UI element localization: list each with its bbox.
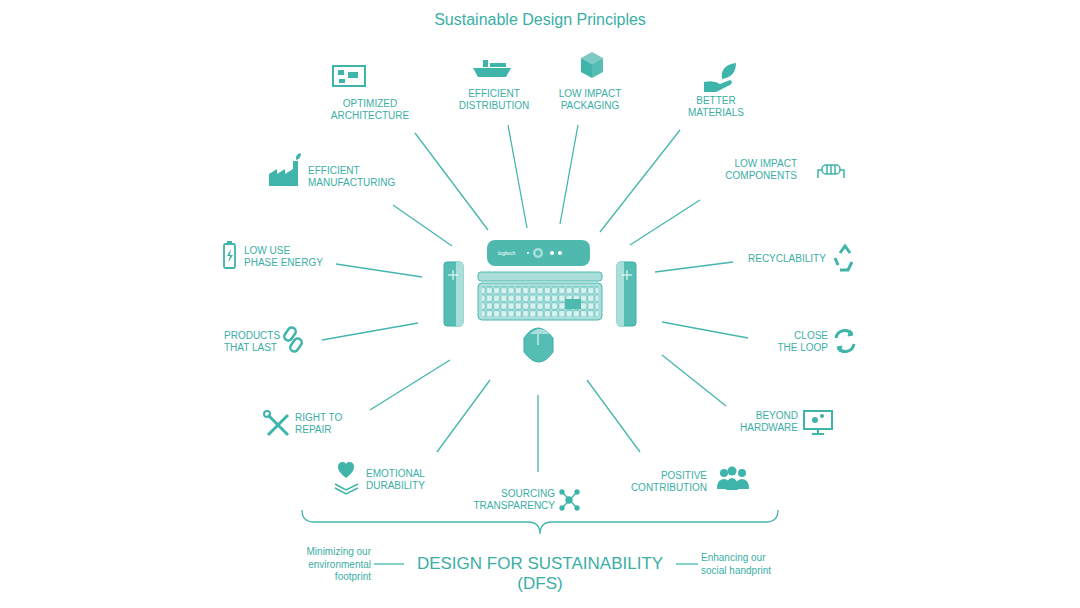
principle-label: CLOSE THE LOOP bbox=[774, 330, 828, 354]
principle-label: OPTIMIZED ARCHITECTURE bbox=[324, 98, 416, 122]
ship-icon bbox=[473, 60, 511, 77]
rule-line bbox=[374, 563, 404, 564]
principle-label: EMOTIONAL DURABILITY bbox=[366, 468, 438, 492]
factory-icon bbox=[269, 153, 301, 186]
principle-label: LOW USE PHASE ENERGY bbox=[244, 245, 326, 269]
principle-icons bbox=[224, 52, 854, 510]
network-icon bbox=[560, 490, 579, 510]
principle-label: SOURCING TRANSPARENCY bbox=[465, 488, 555, 512]
diagram-title: Sustainable Design Principles bbox=[340, 10, 740, 30]
principle-label: EFFICIENT DISTRIBUTION bbox=[454, 88, 534, 112]
brand-logo: logitech bbox=[498, 250, 522, 256]
principle-label: POSITIVE CONTRIBUTION bbox=[621, 470, 707, 494]
resistor-icon bbox=[818, 165, 844, 178]
principle-label: LOW IMPACT COMPONENTS bbox=[721, 158, 797, 182]
recycle-icon bbox=[835, 246, 852, 270]
principle-label: EFFICIENT MANUFACTURING bbox=[308, 165, 404, 189]
principle-label: RECYCLABILITY bbox=[748, 253, 838, 265]
architecture-icon bbox=[333, 66, 365, 86]
heart-book-icon bbox=[335, 462, 358, 494]
bracket bbox=[302, 510, 778, 534]
tools-icon bbox=[264, 411, 288, 435]
principle-label: PRODUCTS THAT LAST bbox=[224, 330, 288, 354]
product-illustration bbox=[444, 240, 636, 362]
battery-icon bbox=[224, 241, 235, 268]
people-icon bbox=[717, 467, 749, 491]
rule-line bbox=[676, 563, 698, 564]
handprint-note: Enhancing our social handprint bbox=[701, 552, 793, 577]
box-icon bbox=[581, 52, 603, 78]
principle-label: RIGHT TO REPAIR bbox=[295, 412, 351, 436]
monitor-icon bbox=[804, 411, 832, 434]
footprint-note: Minimizing our environmental footprint bbox=[293, 546, 371, 584]
principle-label: BEYOND HARDWARE bbox=[734, 410, 798, 434]
loop-icon bbox=[836, 330, 854, 352]
principle-label: LOW IMPACT PACKAGING bbox=[554, 88, 626, 112]
principle-label: BETTER MATERIALS bbox=[684, 95, 748, 119]
hand-leaf-icon bbox=[704, 63, 736, 92]
dfs-heading: DESIGN FOR SUSTAINABILITY (DFS) bbox=[402, 554, 678, 594]
chain-icon bbox=[283, 326, 304, 353]
